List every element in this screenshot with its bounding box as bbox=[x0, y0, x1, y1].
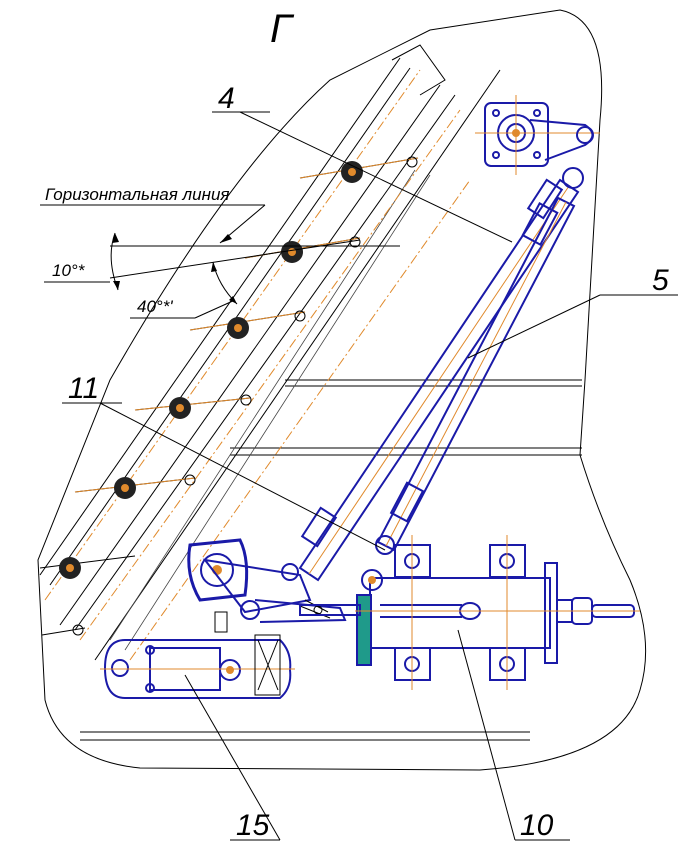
lever-4 bbox=[134, 394, 252, 419]
callout-15: 15 bbox=[236, 809, 270, 842]
upper-bracket bbox=[475, 95, 600, 175]
leader-lines bbox=[62, 111, 678, 841]
view-outline bbox=[37, 9, 647, 771]
crank-assembly bbox=[187, 538, 347, 623]
angle-dimensions bbox=[40, 204, 400, 319]
lever-6 bbox=[39, 555, 136, 579]
lever-1 bbox=[299, 156, 419, 183]
callout-4: 4 bbox=[218, 82, 235, 115]
rod-sleeves bbox=[300, 178, 564, 548]
callout-10: 10 bbox=[520, 809, 554, 842]
angle-10-label: 10°* bbox=[52, 261, 86, 280]
cylinder-15 bbox=[100, 611, 295, 699]
view-label: Г bbox=[270, 7, 295, 51]
lever-7 bbox=[41, 624, 86, 636]
angle-40-label: 40°*' bbox=[137, 297, 173, 316]
lever-5 bbox=[74, 474, 196, 499]
horizontal-line-label: Горизонтальная линия bbox=[45, 185, 230, 204]
rods bbox=[298, 167, 584, 582]
lever-3 bbox=[189, 310, 306, 339]
cylinder-10 bbox=[299, 535, 640, 690]
lever-2 bbox=[244, 236, 361, 263]
callout-5: 5 bbox=[652, 264, 669, 297]
callout-11: 11 bbox=[68, 372, 99, 405]
